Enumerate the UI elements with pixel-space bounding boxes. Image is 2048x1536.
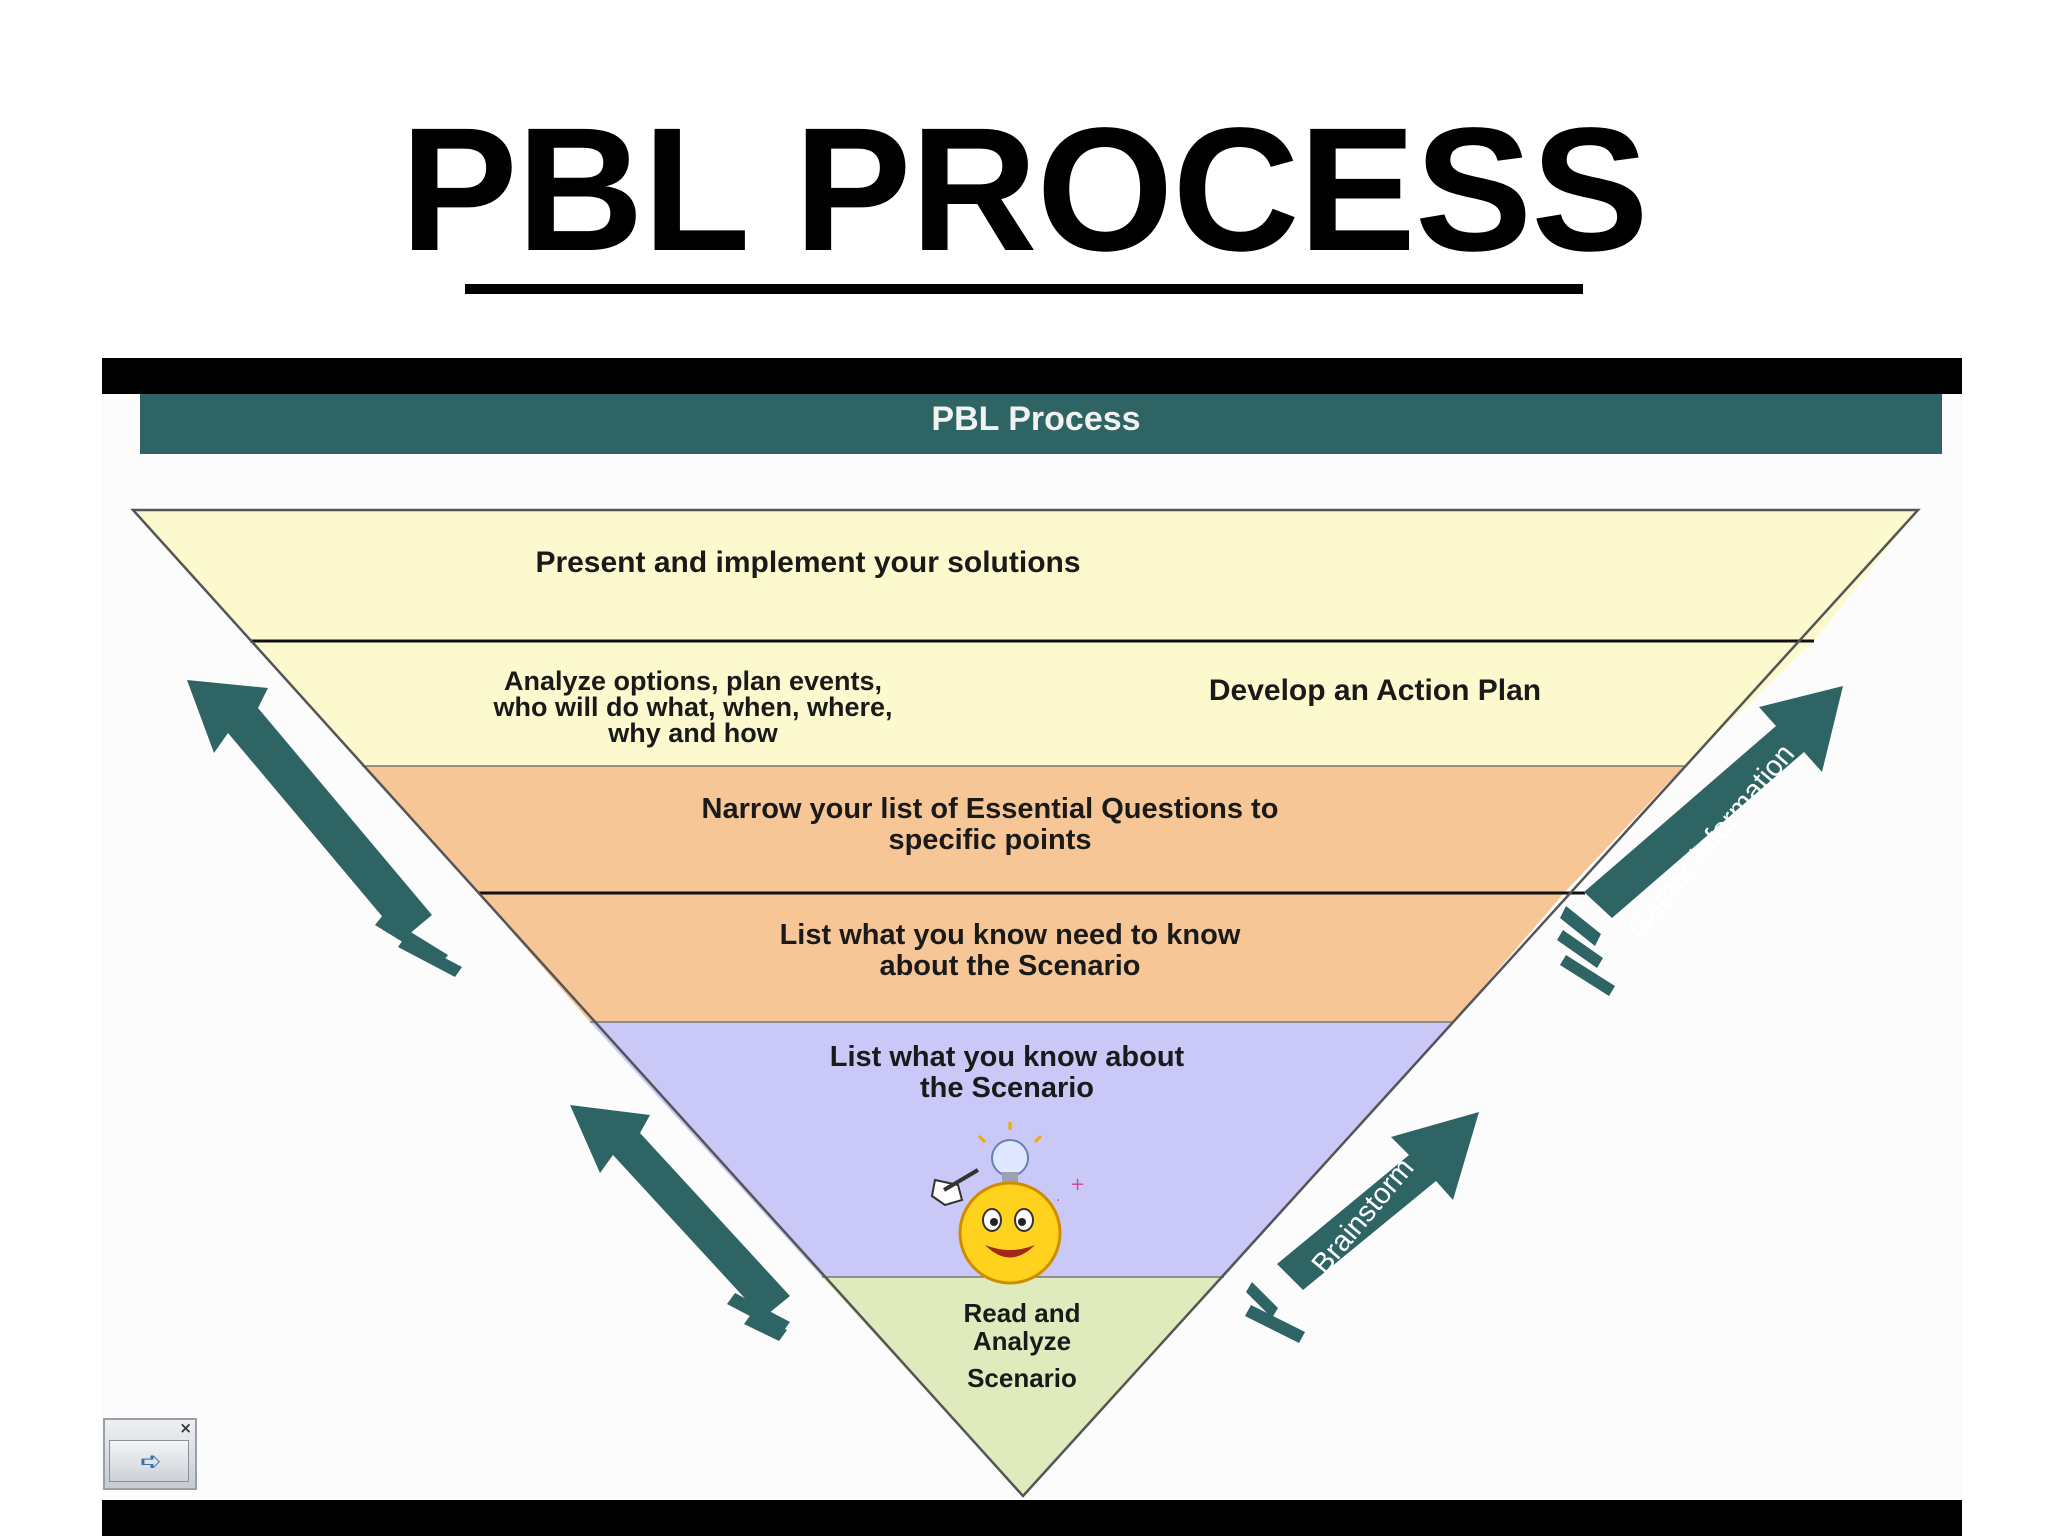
level-narrow-band — [362, 766, 1684, 893]
popup-widget[interactable]: × ➪ — [103, 1418, 197, 1490]
bottom-frame-bar — [102, 1500, 1962, 1536]
close-icon[interactable]: × — [179, 1419, 192, 1437]
level-1-line-1: Present and implement your solutions — [535, 546, 1080, 579]
level-3-line-1: Narrow your list of Essential Questions … — [702, 793, 1279, 825]
left-upper-arrow — [187, 680, 462, 977]
forward-arrow-icon: ➪ — [140, 1447, 162, 1477]
level-4-line-1: List what you know need to know — [780, 919, 1241, 951]
pyramid — [130, 508, 1921, 1498]
header-band — [140, 394, 1942, 454]
top-frame-bar — [102, 358, 1962, 394]
level-3-line-2: specific points — [888, 824, 1091, 856]
page-title: PBL PROCESS — [400, 92, 1648, 288]
forward-button[interactable]: ➪ — [109, 1440, 189, 1482]
level-need-to-know-band — [478, 893, 1564, 1022]
title-underline — [465, 284, 1583, 294]
level-2-left-line-1: Analyze options, plan events, — [504, 666, 882, 696]
level-2-right-line-1: Develop an Action Plan — [1209, 674, 1541, 707]
svg-text:+: + — [1070, 1174, 1085, 1195]
level-read-band — [822, 1277, 1224, 1496]
level-6-line-2: Analyze — [973, 1326, 1071, 1356]
level-6-line-3: Scenario — [967, 1363, 1077, 1393]
level-action-plan-band — [250, 641, 1814, 766]
left-lower-arrow — [570, 1105, 790, 1341]
pyramid-outline — [130, 508, 1921, 1498]
lightbulb-smiley-icon: + · — [930, 1122, 1085, 1285]
level-4-line-2: about the Scenario — [879, 950, 1140, 982]
level-present-band — [133, 510, 1918, 641]
header-title: PBL Process — [931, 400, 1140, 438]
svg-text:·: · — [1056, 1193, 1060, 1209]
level-5-line-2: the Scenario — [920, 1072, 1094, 1104]
level-6-line-1: Read and — [963, 1298, 1080, 1328]
level-2-left-line-2: who will do what, when, where, — [492, 692, 892, 722]
level-2-left-line-3: why and how — [607, 718, 779, 748]
level-5-line-1: List what you know about — [830, 1041, 1185, 1073]
brainstorm-arrow — [1245, 1112, 1479, 1343]
gather-information-arrow — [1557, 686, 1843, 996]
